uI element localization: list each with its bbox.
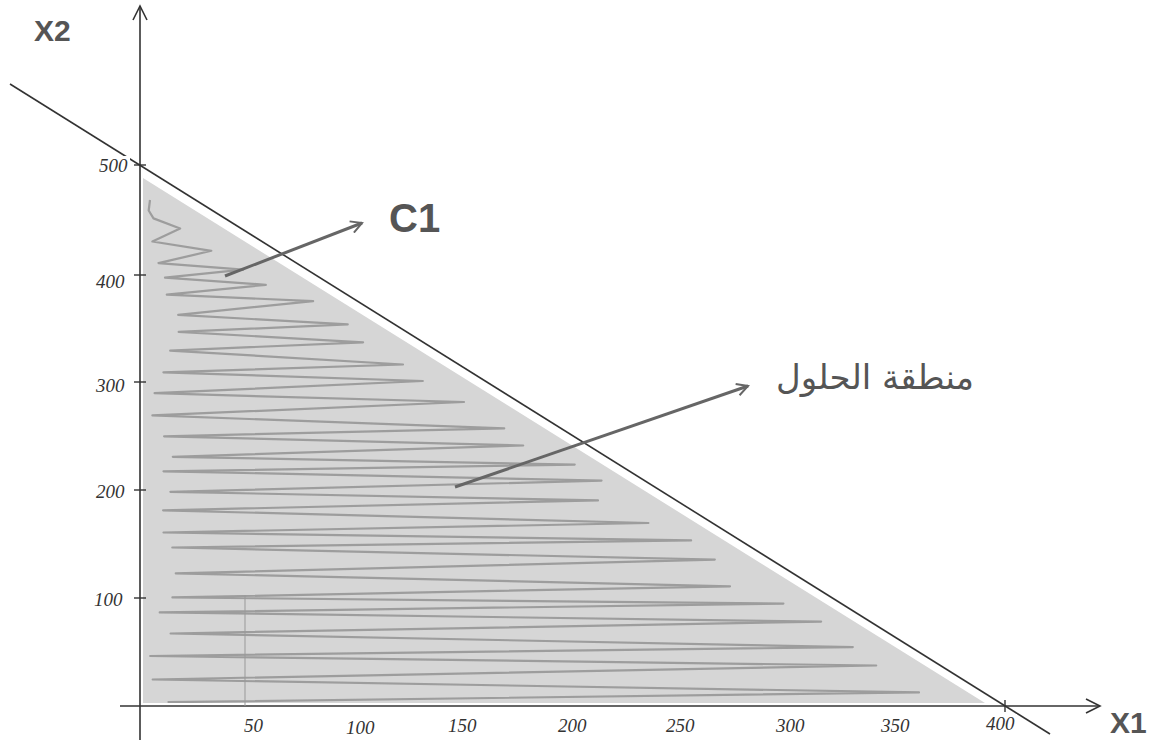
tick-label: 200: [94, 482, 127, 503]
tick-label: 250: [664, 716, 697, 737]
shading-scribble: [149, 200, 919, 702]
constraint-line: [10, 84, 1050, 734]
y-axis: [139, 6, 141, 740]
region-label: منطقة الحلول: [774, 359, 976, 396]
tick-label: 300: [94, 376, 127, 397]
constraint-label: C1: [387, 196, 442, 240]
tick-label: 400: [984, 714, 1017, 735]
tick-label: 150: [446, 716, 479, 737]
tick-label: 100: [344, 718, 377, 739]
tick-label: 50: [242, 716, 265, 737]
tick-label: 400: [94, 272, 127, 293]
axis-title: X2: [32, 14, 73, 47]
tick-marks: [134, 165, 1005, 712]
leader-arrow: [225, 223, 362, 276]
shaded-region: [143, 178, 985, 703]
scribble-stroke: [149, 200, 919, 702]
tick-label: 100: [92, 590, 125, 611]
x-axis: [120, 705, 1100, 707]
tick-label: 200: [556, 716, 589, 737]
tick-label: 350: [879, 716, 912, 737]
leader-arrow: [455, 386, 748, 487]
tick-label: 300: [774, 716, 807, 737]
tick-label: 500: [97, 156, 130, 177]
axis-title: X1: [1108, 706, 1149, 739]
